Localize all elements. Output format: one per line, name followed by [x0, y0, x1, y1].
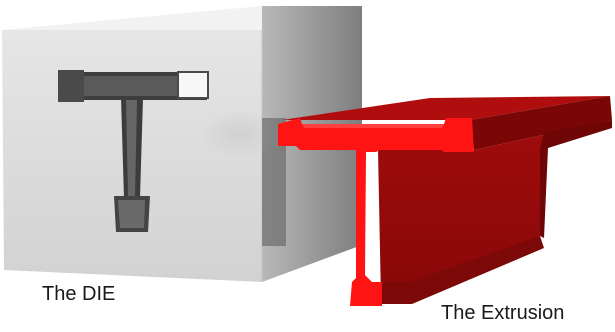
extrusion-profile: [278, 96, 612, 306]
extrusion-flange-side: [470, 96, 612, 150]
die-exit-shadow: [200, 110, 280, 158]
extrusion-web-shade: [540, 120, 612, 238]
die-label: The DIE: [42, 283, 116, 305]
die-t-cutout: [58, 70, 209, 232]
extrusion-flange-top: [282, 96, 610, 120]
extrusion-front-face: [278, 118, 474, 306]
extrusion-label: The Extrusion: [441, 302, 565, 324]
extrusion-bottom-flare: [380, 236, 544, 304]
extrusion-web-body: [378, 120, 612, 300]
extrusion-front-highlight: [302, 124, 444, 128]
